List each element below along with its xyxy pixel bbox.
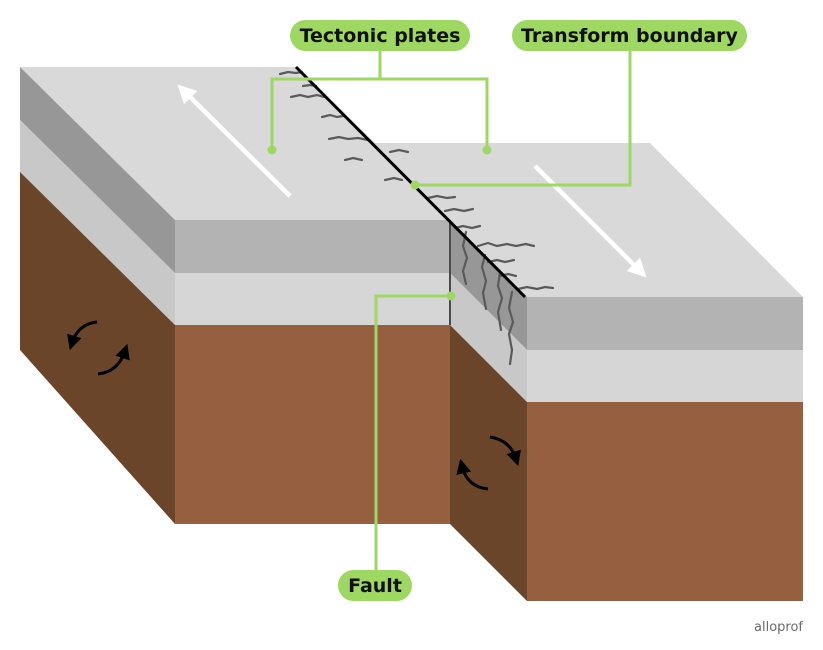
right-block-front-dark-layer	[527, 297, 803, 350]
right-block-side-dark-layer	[450, 220, 527, 350]
convection-arrows-left	[67, 320, 130, 376]
right-block-side-mantle	[450, 325, 527, 601]
right-block-front-mantle	[527, 402, 803, 601]
left-block-front-light-layer	[175, 273, 450, 325]
fault-label: Fault	[338, 570, 412, 601]
fault-label-text: Fault	[348, 575, 402, 597]
leader-lines	[270, 50, 632, 572]
right-block-side-light-layer	[450, 273, 527, 402]
convection-arrow-icon	[97, 343, 130, 376]
convection-arrow-icon	[456, 458, 489, 491]
tectonic-plates-label: Tectonic plates	[290, 20, 470, 51]
left-block-side-light-layer	[20, 120, 175, 325]
convection-arrow-icon	[489, 435, 521, 467]
left-block-front-dark-layer	[175, 220, 450, 273]
tectonic-plates-leader	[270, 50, 489, 150]
left-block-side-dark-layer	[20, 67, 175, 273]
convection-arrows-right	[456, 435, 521, 491]
transform-boundary-line	[294, 65, 527, 299]
right-block-front-light-layer	[527, 350, 803, 402]
fault-leader	[374, 294, 451, 572]
convection-arrow-icon	[67, 320, 98, 351]
left-plate-block	[20, 67, 450, 524]
leader-dots	[267, 145, 492, 301]
left-block-front-mantle	[175, 325, 450, 524]
left-block-side-mantle	[20, 172, 175, 524]
alloprof-credit: alloprof	[754, 620, 803, 635]
plate-motion-arrow-left	[177, 84, 292, 198]
tectonic-plates-label-text: Tectonic plates	[300, 25, 461, 47]
transform-boundary-label-text: Transform boundary	[521, 25, 739, 47]
transform-boundary-leader	[415, 50, 632, 187]
transform-boundary-label: Transform boundary	[512, 20, 747, 51]
